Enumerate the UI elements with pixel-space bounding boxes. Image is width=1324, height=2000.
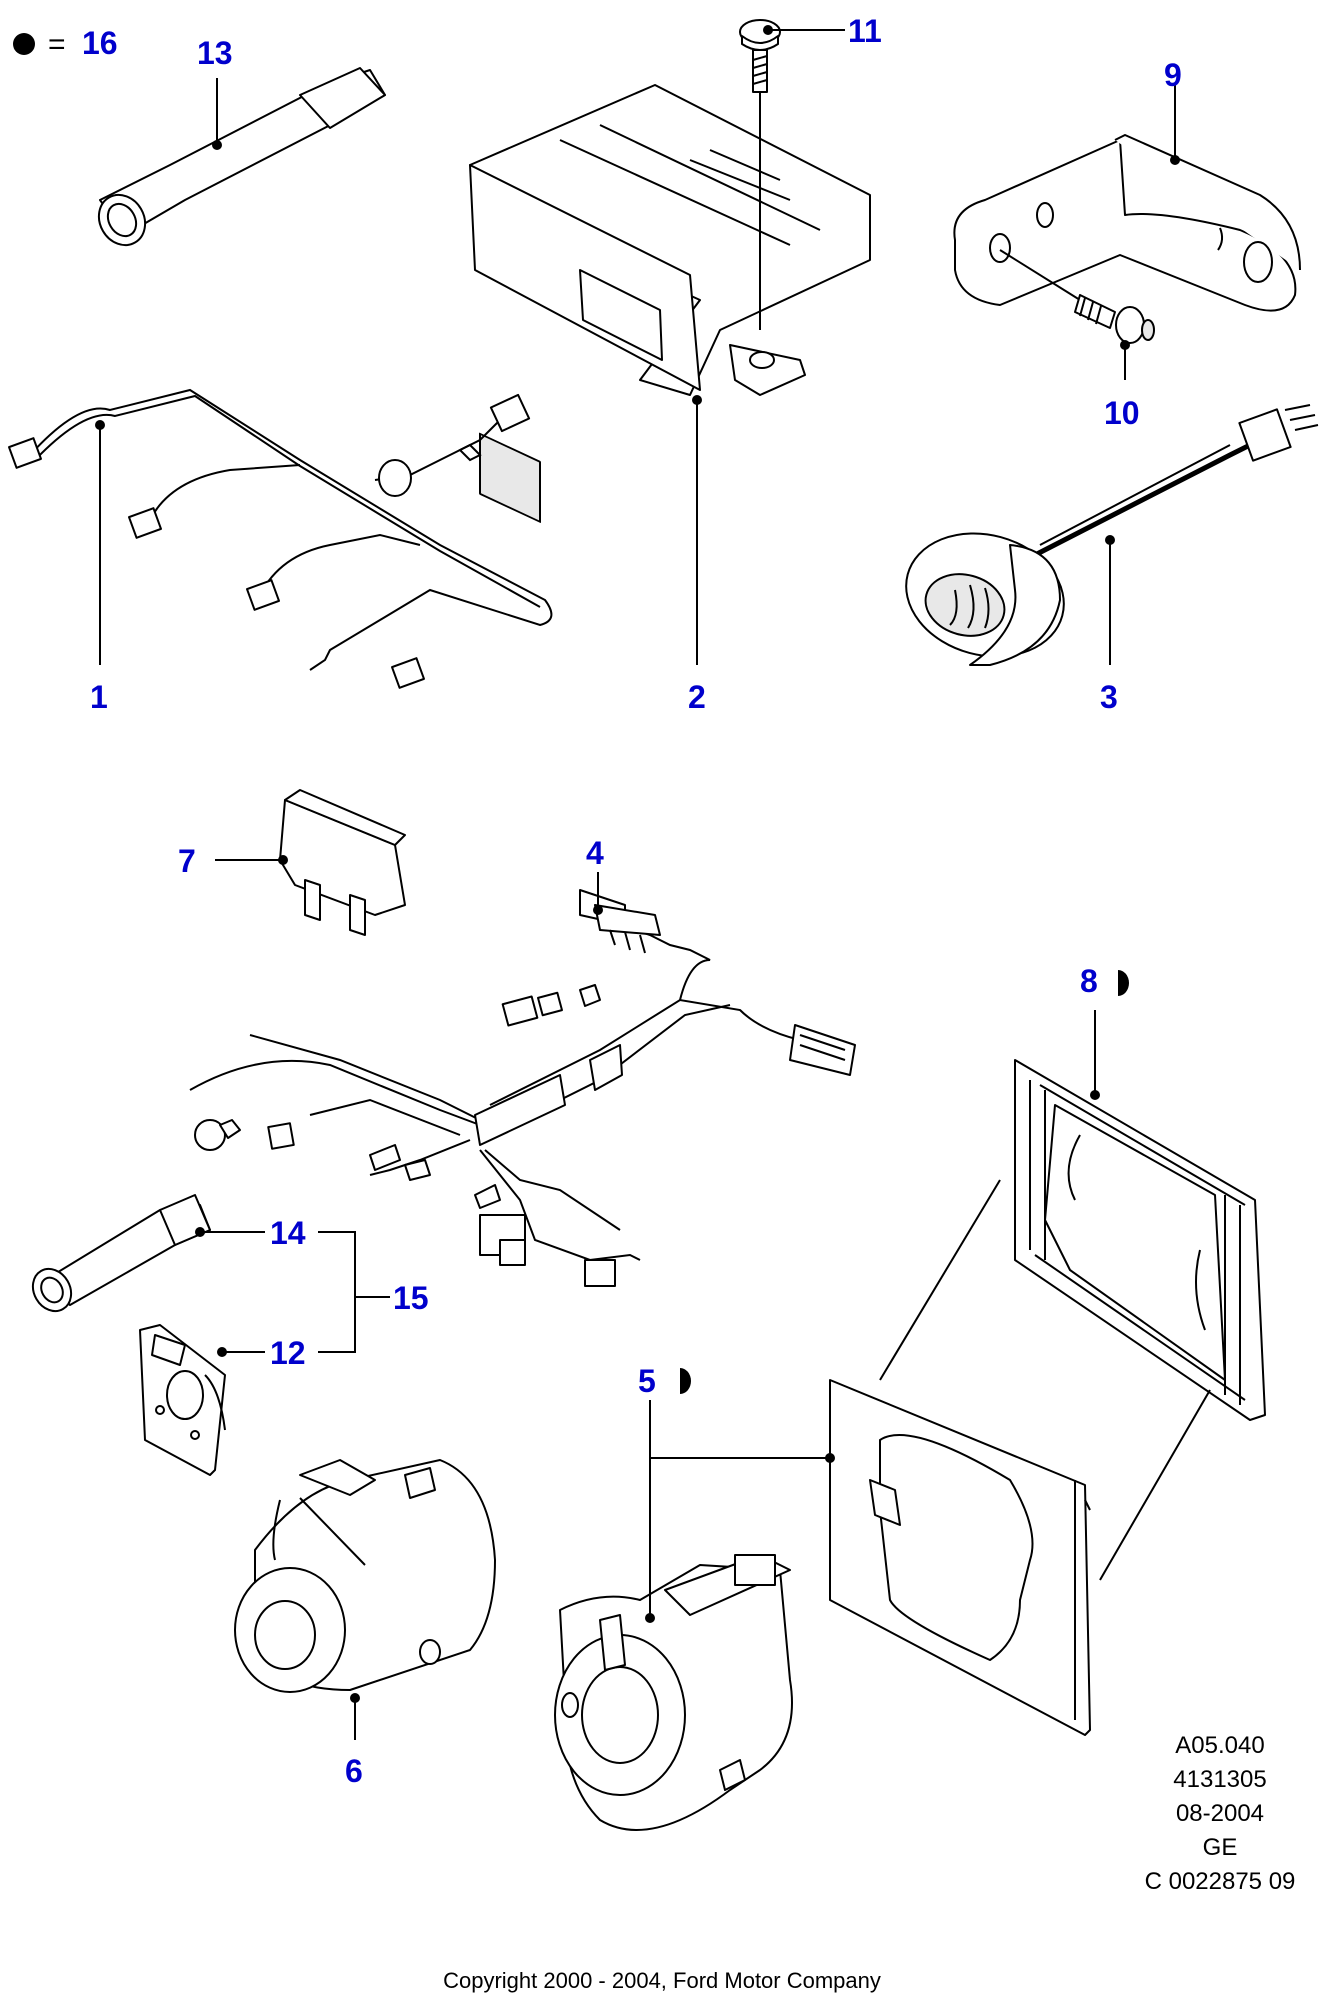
part-10-bolt <box>999 249 1155 344</box>
callout-5: 5 <box>638 1363 656 1399</box>
copyright-notice: Copyright 2000 - 2004, Ford Motor Compan… <box>443 1968 881 1993</box>
part-7-fuse <box>279 789 406 936</box>
callout-6: 6 <box>345 1753 363 1789</box>
reference-code: A05.040 <box>1175 1732 1265 1759</box>
part-3-sensor-lead <box>905 404 1319 666</box>
callout-8-half-circle-icon <box>1118 970 1129 996</box>
part-9-bracket <box>953 134 1301 312</box>
legend-number: 16 <box>82 25 118 61</box>
callout-11: 11 <box>848 13 882 49</box>
part-5-sensor-housing <box>554 1379 1091 1831</box>
part-6-sensor <box>234 1459 496 1693</box>
callout-12: 12 <box>270 1335 306 1371</box>
part-1-wiring-harness <box>8 388 553 689</box>
callout-9: 9 <box>1164 57 1182 93</box>
part-4-bumper-harness <box>189 889 856 1287</box>
callout-7: 7 <box>178 843 196 879</box>
part-14-fuse-holder <box>31 1194 211 1313</box>
callout-8: 8 <box>1080 963 1098 999</box>
reference-number: 4131305 <box>1173 1766 1267 1793</box>
callout-4: 4 <box>586 835 604 871</box>
callout-10: 10 <box>1104 395 1140 431</box>
reference-catalog-id: C 0022875 09 <box>1144 1868 1296 1895</box>
callout-14: 14 <box>270 1215 306 1251</box>
callout-15: 15 <box>393 1280 429 1316</box>
callout-2: 2 <box>688 679 706 715</box>
callout-1: 1 <box>90 679 108 715</box>
reference-region: GE <box>1202 1834 1238 1861</box>
legend-dot-icon <box>13 33 35 55</box>
diagram-reference-block: A05.040 4131305 08-2004 GE C 0022875 09 <box>1130 1732 1310 1896</box>
part-8-retainer <box>1014 1059 1266 1421</box>
part-13-fuse-holder <box>97 67 386 247</box>
reference-date: 08-2004 <box>1175 1800 1265 1827</box>
legend: = 16 <box>13 25 118 61</box>
callout-13: 13 <box>197 35 233 71</box>
legend-equals: = <box>48 28 66 61</box>
part-2-control-module <box>469 84 871 523</box>
part-12-clip <box>139 1324 226 1476</box>
callout-3: 3 <box>1100 679 1118 715</box>
callout-5-half-circle-icon <box>680 1368 691 1394</box>
